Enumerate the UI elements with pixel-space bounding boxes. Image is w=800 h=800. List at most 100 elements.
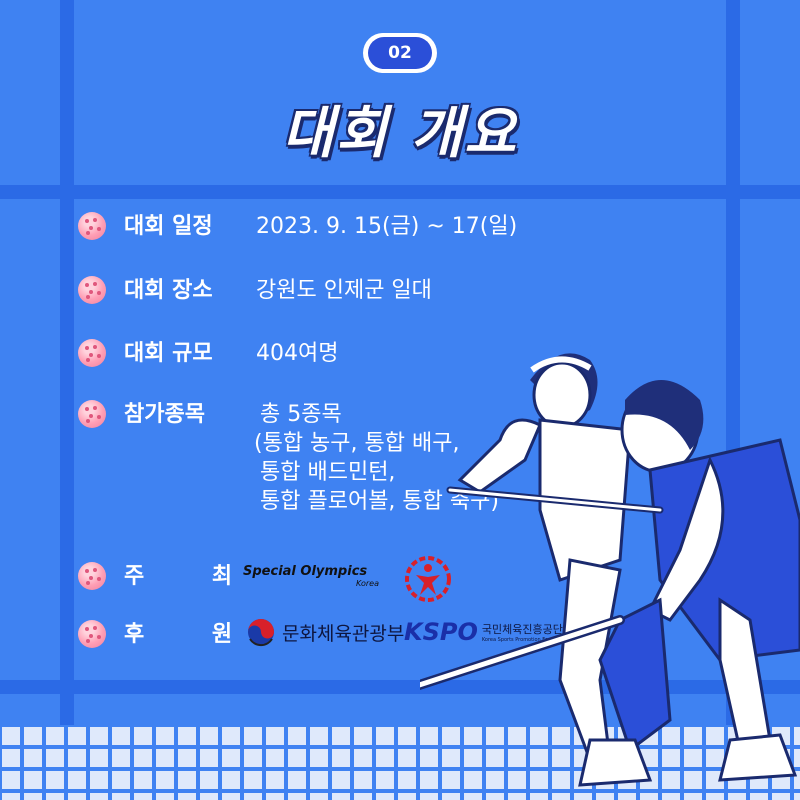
pickleball-icon	[78, 620, 106, 648]
court-tile	[66, 747, 88, 769]
court-tile	[88, 747, 110, 769]
court-tile	[0, 769, 22, 791]
court-tile	[22, 769, 44, 791]
court-tile	[198, 747, 220, 769]
court-tile	[0, 791, 22, 800]
court-tile	[440, 769, 462, 791]
court-tile	[440, 747, 462, 769]
court-tile	[132, 769, 154, 791]
special-olympics-logo: Special Olympics Korea	[243, 564, 379, 588]
court-tile	[660, 725, 682, 747]
court-tile	[22, 747, 44, 769]
court-tile	[462, 769, 484, 791]
kspo-logo: KSPO 국민체육진흥공단 Korea Sports Promotion Fou…	[404, 618, 571, 646]
court-tile	[198, 769, 220, 791]
court-tile	[660, 791, 682, 800]
court-tile	[308, 725, 330, 747]
court-tile	[88, 769, 110, 791]
court-tile	[132, 747, 154, 769]
court-tile	[264, 791, 286, 800]
court-tile	[550, 769, 572, 791]
hockey-players-illustration	[420, 353, 800, 787]
row-label: 대회 규모	[124, 341, 213, 366]
court-tile	[352, 747, 374, 769]
pickleball-icon	[78, 400, 106, 428]
court-tile	[638, 791, 660, 800]
court-tile	[528, 791, 550, 800]
court-tile	[396, 725, 418, 747]
info-row-schedule: 대회 일정 2023. 9. 15(금) ~ 17(일)	[78, 212, 517, 242]
court-tile	[704, 725, 726, 747]
court-tile	[484, 769, 506, 791]
court-tile	[682, 747, 704, 769]
court-tile	[792, 791, 800, 800]
court-tile	[374, 769, 396, 791]
row-label: 주 최	[124, 564, 263, 589]
court-tile	[528, 769, 550, 791]
court-tile	[594, 791, 616, 800]
row-value: 강원도 인제군 일대	[256, 278, 432, 303]
court-tile	[616, 791, 638, 800]
court-tile	[682, 769, 704, 791]
court-tile	[0, 725, 22, 747]
court-tile	[286, 769, 308, 791]
info-row-scale: 대회 규모 404여명	[78, 339, 338, 369]
court-tile	[528, 725, 550, 747]
court-tile	[462, 725, 484, 747]
court-tile	[440, 725, 462, 747]
court-tile	[132, 791, 154, 800]
court-tile	[330, 791, 352, 800]
court-tile	[374, 725, 396, 747]
court-tile	[132, 725, 154, 747]
court-tile	[352, 725, 374, 747]
court-tile	[66, 725, 88, 747]
court-tile	[330, 769, 352, 791]
court-tile	[308, 791, 330, 800]
court-tile	[44, 791, 66, 800]
court-tile	[110, 725, 132, 747]
court-tile	[374, 747, 396, 769]
court-tile	[528, 747, 550, 769]
court-tile	[770, 791, 792, 800]
court-tile	[308, 769, 330, 791]
court-tile	[110, 791, 132, 800]
row-label: 대회 일정	[124, 214, 213, 239]
court-tile	[286, 791, 308, 800]
court-tile	[440, 791, 462, 800]
court-tile	[374, 791, 396, 800]
court-tile	[396, 791, 418, 800]
court-tile	[682, 791, 704, 800]
court-tile	[462, 747, 484, 769]
court-tile	[550, 791, 572, 800]
court-tile	[506, 725, 528, 747]
court-tile	[154, 791, 176, 800]
court-tile	[726, 791, 748, 800]
court-tile	[176, 769, 198, 791]
special-olympics-mark-icon	[405, 556, 451, 602]
info-row-venue: 대회 장소 강원도 인제군 일대	[78, 276, 432, 306]
pickleball-icon	[78, 339, 106, 367]
court-tile	[308, 747, 330, 769]
court-tile	[242, 725, 264, 747]
court-tile	[22, 791, 44, 800]
court-tile	[550, 725, 572, 747]
court-tile	[352, 791, 374, 800]
info-row-sponsor: 후 원	[78, 620, 244, 650]
court-tile	[242, 791, 264, 800]
court-tile	[66, 791, 88, 800]
court-tile	[44, 769, 66, 791]
court-tile	[682, 725, 704, 747]
court-tile	[264, 747, 286, 769]
court-tile	[572, 791, 594, 800]
court-tile	[484, 791, 506, 800]
court-tile	[330, 725, 352, 747]
court-tile	[506, 769, 528, 791]
grid-line	[60, 0, 74, 800]
court-tile	[220, 725, 242, 747]
court-tile	[660, 769, 682, 791]
court-tile	[286, 747, 308, 769]
pickleball-icon	[78, 276, 106, 304]
court-tile	[704, 791, 726, 800]
court-tile	[176, 747, 198, 769]
